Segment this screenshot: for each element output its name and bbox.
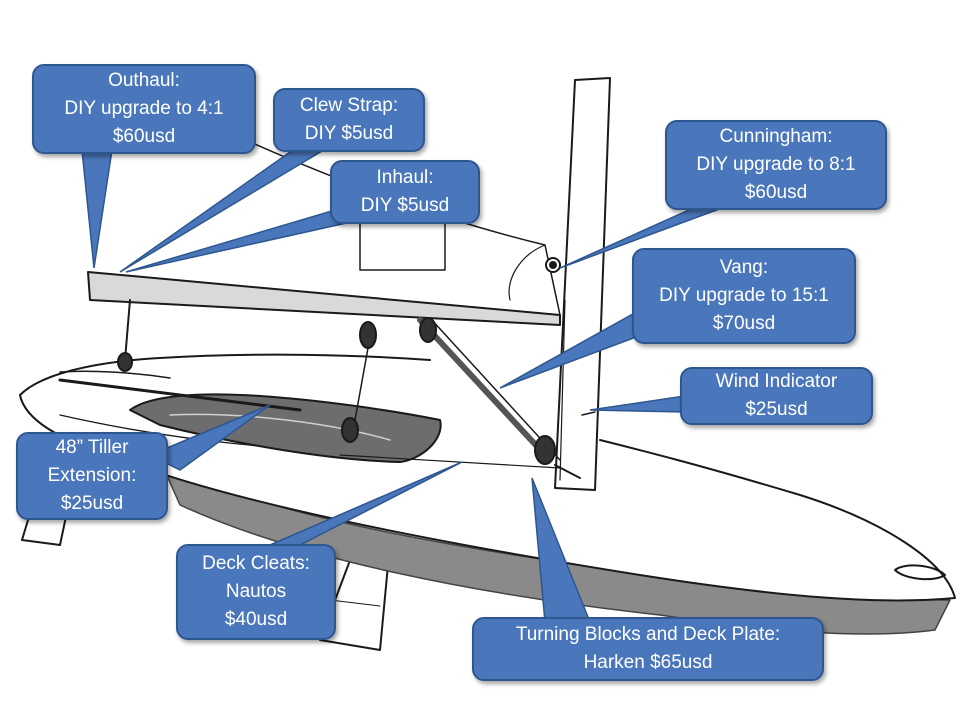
tiller-extension-title: 48” Tiller — [55, 437, 129, 458]
outhaul-detail: DIY upgrade to 4:1 — [64, 98, 224, 119]
inhaul-title: Inhaul: — [376, 167, 434, 188]
turning-blocks-title: Turning Blocks and Deck Plate: — [515, 624, 781, 645]
tiller — [58, 378, 302, 412]
boom — [87, 271, 561, 326]
wind-indicator-callout: Wind Indicator $25usd — [680, 367, 873, 425]
turning-blocks-price: Harken $65usd — [583, 652, 713, 673]
wind-indicator-price: $25usd — [745, 399, 808, 420]
cunningham-detail: DIY upgrade to 8:1 — [696, 154, 856, 175]
bow-handle — [894, 564, 946, 581]
callout-pointers — [81, 144, 731, 623]
vang-detail: DIY upgrade to 15:1 — [659, 285, 829, 306]
outhaul-title: Outhaul: — [108, 70, 180, 91]
sail-window — [359, 221, 446, 271]
clew-strap-title: Clew Strap: — [299, 95, 399, 116]
vang-callout: Vang: DIY upgrade to 15:1 $70usd — [632, 248, 856, 344]
deck-cleats-title: Deck Cleats: — [202, 553, 310, 574]
vang-title: Vang: — [719, 257, 769, 278]
vang-price: $70usd — [712, 313, 776, 334]
outhaul-callout: Outhaul: DIY upgrade to 4:1 $60usd — [32, 64, 256, 154]
inhaul-price: DIY $5usd — [360, 195, 450, 216]
turning-blocks-callout: Turning Blocks and Deck Plate: Harken $6… — [472, 617, 824, 681]
mast — [554, 77, 611, 491]
cockpit — [129, 393, 442, 463]
tiller-extension-detail: Extension: — [47, 465, 137, 486]
clew-strap-callout: Clew Strap: DIY $5usd — [273, 88, 425, 152]
outhaul-price: $60usd — [112, 126, 176, 147]
cunningham-callout: Cunningham: DIY upgrade to 8:1 $60usd — [665, 120, 887, 210]
tiller-extension-price: $25usd — [60, 493, 124, 514]
wind-indicator-title: Wind Indicator — [715, 371, 838, 392]
cunningham-price: $60usd — [744, 182, 808, 203]
cunningham-title: Cunningham: — [719, 126, 833, 147]
vang — [417, 317, 548, 458]
inhaul-callout: Inhaul: DIY $5usd — [330, 160, 480, 224]
deck-cleats-callout: Deck Cleats: Nautos $40usd — [176, 544, 336, 640]
tiller-extension-callout: 48” Tiller Extension: $25usd — [16, 432, 168, 520]
deck-cleats-brand: Nautos — [225, 581, 287, 602]
clew-strap-price: DIY $5usd — [304, 123, 394, 144]
deck-cleats-price: $40usd — [224, 609, 288, 630]
